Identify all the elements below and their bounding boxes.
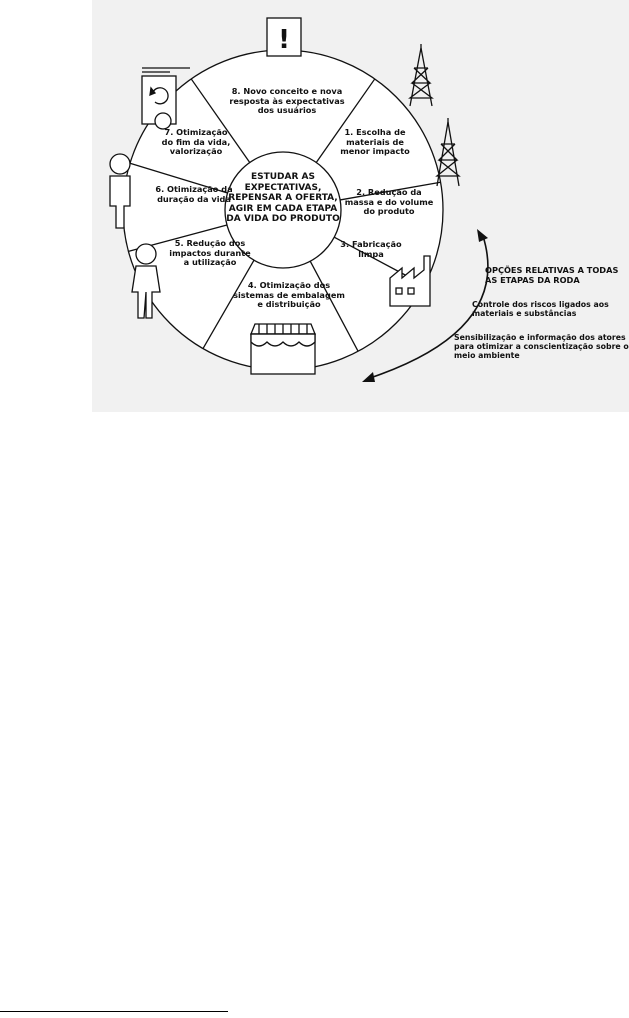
segment-divider-2 <box>340 181 441 201</box>
market-stall-icon <box>250 323 316 375</box>
person-2-icon <box>131 243 161 319</box>
svg-text:!: ! <box>278 25 290 55</box>
options-item-2: Sensibilização e informação dos atores p… <box>454 333 629 361</box>
wheel-inner-circle <box>224 151 342 269</box>
options-item-1: Controle dos riscos ligados aos materiai… <box>472 300 609 319</box>
footnote-separator <box>0 1011 228 1012</box>
segment-5-label: 5. Redução dos impactos durante a utiliz… <box>169 238 251 268</box>
segment-3-label: 3. Fabricação limpa <box>340 239 402 259</box>
segment-4-label: 4. Otimização dos sistemas de embalagem … <box>233 280 345 310</box>
recycle-bin-icon <box>141 67 190 130</box>
wheel-graphic: ! <box>109 17 489 382</box>
segment-divider-5 <box>202 259 255 349</box>
segment-1-label: 1. Escolha de materiais de menor impacto <box>340 127 410 157</box>
arrow-head-bottom <box>362 372 375 382</box>
factory-icon <box>389 255 431 307</box>
segment-6-label: 6. Otimização da duração da vida <box>155 184 233 204</box>
segment-8-label: 8. Novo conceito e nova resposta às expe… <box>229 86 345 116</box>
double-arrow <box>362 229 489 382</box>
segment-2-label: 2. Redução da massa e do volume do produ… <box>344 187 434 217</box>
segment-divider-8 <box>190 78 251 163</box>
arrow-head-top <box>477 229 488 242</box>
person-1-icon <box>109 153 131 229</box>
segment-divider-4 <box>309 260 359 352</box>
tower-1-icon <box>408 44 434 107</box>
segment-divider-1 <box>315 78 376 163</box>
segment-divider-7 <box>129 162 228 194</box>
tower-2-icon <box>435 118 461 187</box>
options-title: OPÇÕES RELATIVAS A TODAS AS ETAPAS DA RO… <box>485 265 619 285</box>
exclamation-icon: ! <box>266 17 302 57</box>
segment-7-label: 7. Otimização do fim da vida, valorizaçã… <box>161 127 231 157</box>
lifecycle-wheel-figure: ! ESTUDAR AS EXPECTATIVAS, REPENSAR A OF… <box>92 0 629 412</box>
wheel-center-text: ESTUDAR AS EXPECTATIVAS, REPENSAR A OFER… <box>226 172 340 225</box>
